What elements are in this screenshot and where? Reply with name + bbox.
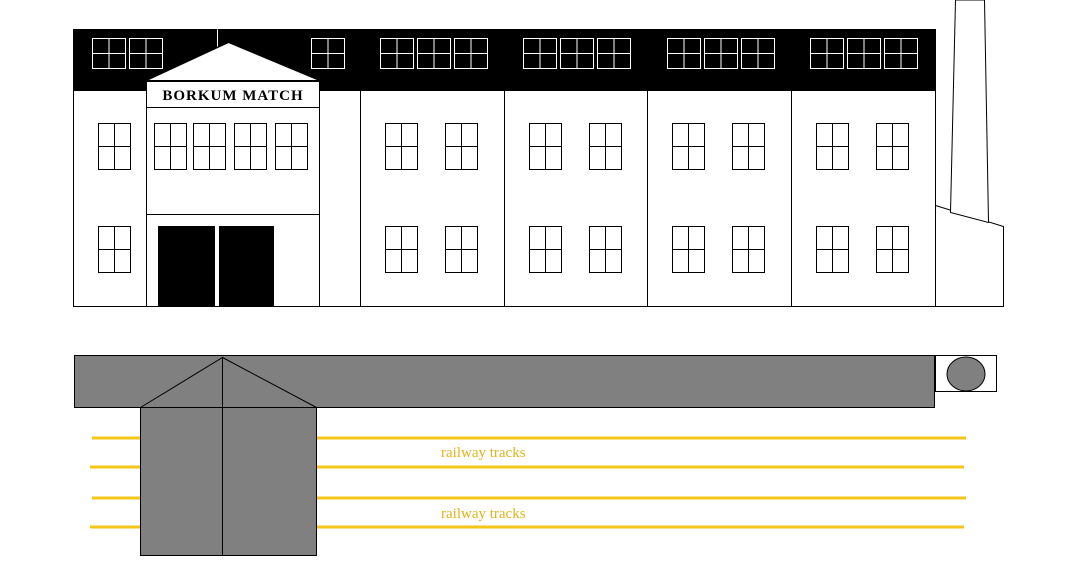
lower-window	[98, 226, 131, 273]
upper-window	[672, 123, 705, 170]
upper-window	[385, 123, 418, 170]
attic-window	[454, 38, 488, 69]
windows	[92, 38, 918, 273]
attic-window	[847, 38, 881, 69]
attic-window	[129, 38, 163, 69]
factory-sign: BORKUM MATCH	[162, 88, 303, 104]
lower-window	[529, 226, 562, 273]
attic-window	[523, 38, 557, 69]
lower-window	[385, 226, 418, 273]
shed-platform-wing	[140, 407, 317, 556]
attic-window	[417, 38, 451, 69]
upper-window	[816, 123, 849, 170]
attic-window	[311, 38, 345, 69]
attic-window	[92, 38, 126, 69]
entrance-window	[275, 123, 308, 170]
upper-window	[732, 123, 765, 170]
lower-window	[876, 226, 909, 273]
silo-tank	[946, 356, 986, 392]
lower-window	[445, 226, 478, 273]
attic-window	[741, 38, 775, 69]
upper-window	[98, 123, 131, 170]
entrance-window	[234, 123, 267, 170]
chimney-annex	[935, 0, 1004, 307]
attic-window	[704, 38, 738, 69]
loading-shed	[74, 355, 997, 556]
attic-window	[667, 38, 701, 69]
upper-window	[529, 123, 562, 170]
lower-window	[732, 226, 765, 273]
lower-window	[589, 226, 622, 273]
railway-tracks-label-lower: railway tracks	[441, 506, 526, 522]
entrance-pediment	[146, 41, 320, 81]
upper-window	[445, 123, 478, 170]
boiler-house	[935, 204, 1004, 307]
attic-window	[597, 38, 631, 69]
upper-window	[589, 123, 622, 170]
entrance-door-left	[158, 226, 215, 307]
chimney	[949, 0, 990, 224]
shed-long-wing	[74, 355, 935, 408]
factory-building	[73, 29, 936, 307]
attic-window	[560, 38, 594, 69]
lower-window	[816, 226, 849, 273]
upper-window	[876, 123, 909, 170]
attic-window	[380, 38, 414, 69]
attic-window	[810, 38, 844, 69]
sign-board	[146, 81, 320, 108]
railway-tracks-label-upper: railway tracks	[441, 445, 526, 461]
entrance-door-right	[219, 226, 274, 307]
entrance-window	[154, 123, 187, 170]
lower-window	[672, 226, 705, 273]
attic-window	[884, 38, 918, 69]
entrance-window	[193, 123, 226, 170]
